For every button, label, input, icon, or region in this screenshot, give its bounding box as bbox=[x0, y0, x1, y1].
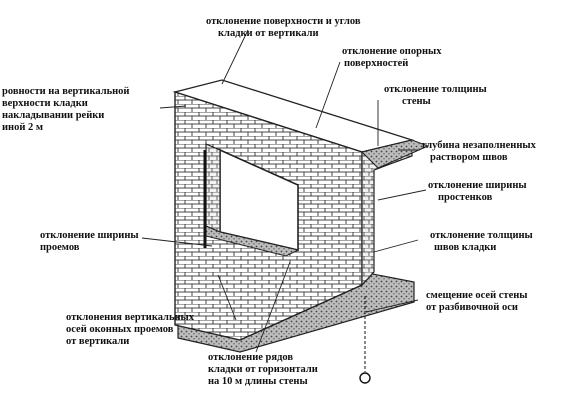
label-thickness: отклонение толщины стены bbox=[384, 84, 487, 107]
label-joint-thickness: отклонение толщины швов кладки bbox=[430, 230, 533, 253]
label-irregularity: ровности на вертикальной верхности кладк… bbox=[2, 86, 130, 133]
label-unfilled-joints: глубина незаполненных раствором швов bbox=[422, 140, 536, 163]
label-opening-width: отклонение ширины проемов bbox=[40, 230, 139, 253]
label-rows-horizontal: отклонение рядов кладки от горизонтали н… bbox=[208, 352, 318, 387]
label-pier-width: отклонение ширины простенков bbox=[428, 180, 527, 203]
plumb-bob bbox=[359, 372, 371, 384]
label-support-surface: отклонение опорных поверхностей bbox=[342, 46, 442, 69]
label-corner-deviation: отклонение поверхности и углов кладки от… bbox=[206, 16, 361, 39]
label-window-axes: отклонения вертикальных осей оконных про… bbox=[66, 312, 194, 347]
ledge bbox=[361, 139, 430, 169]
label-axis-offset: смещение осей стены от разбивочной оси bbox=[426, 290, 528, 313]
window-reveal bbox=[205, 143, 221, 233]
leader-lines bbox=[141, 29, 427, 353]
